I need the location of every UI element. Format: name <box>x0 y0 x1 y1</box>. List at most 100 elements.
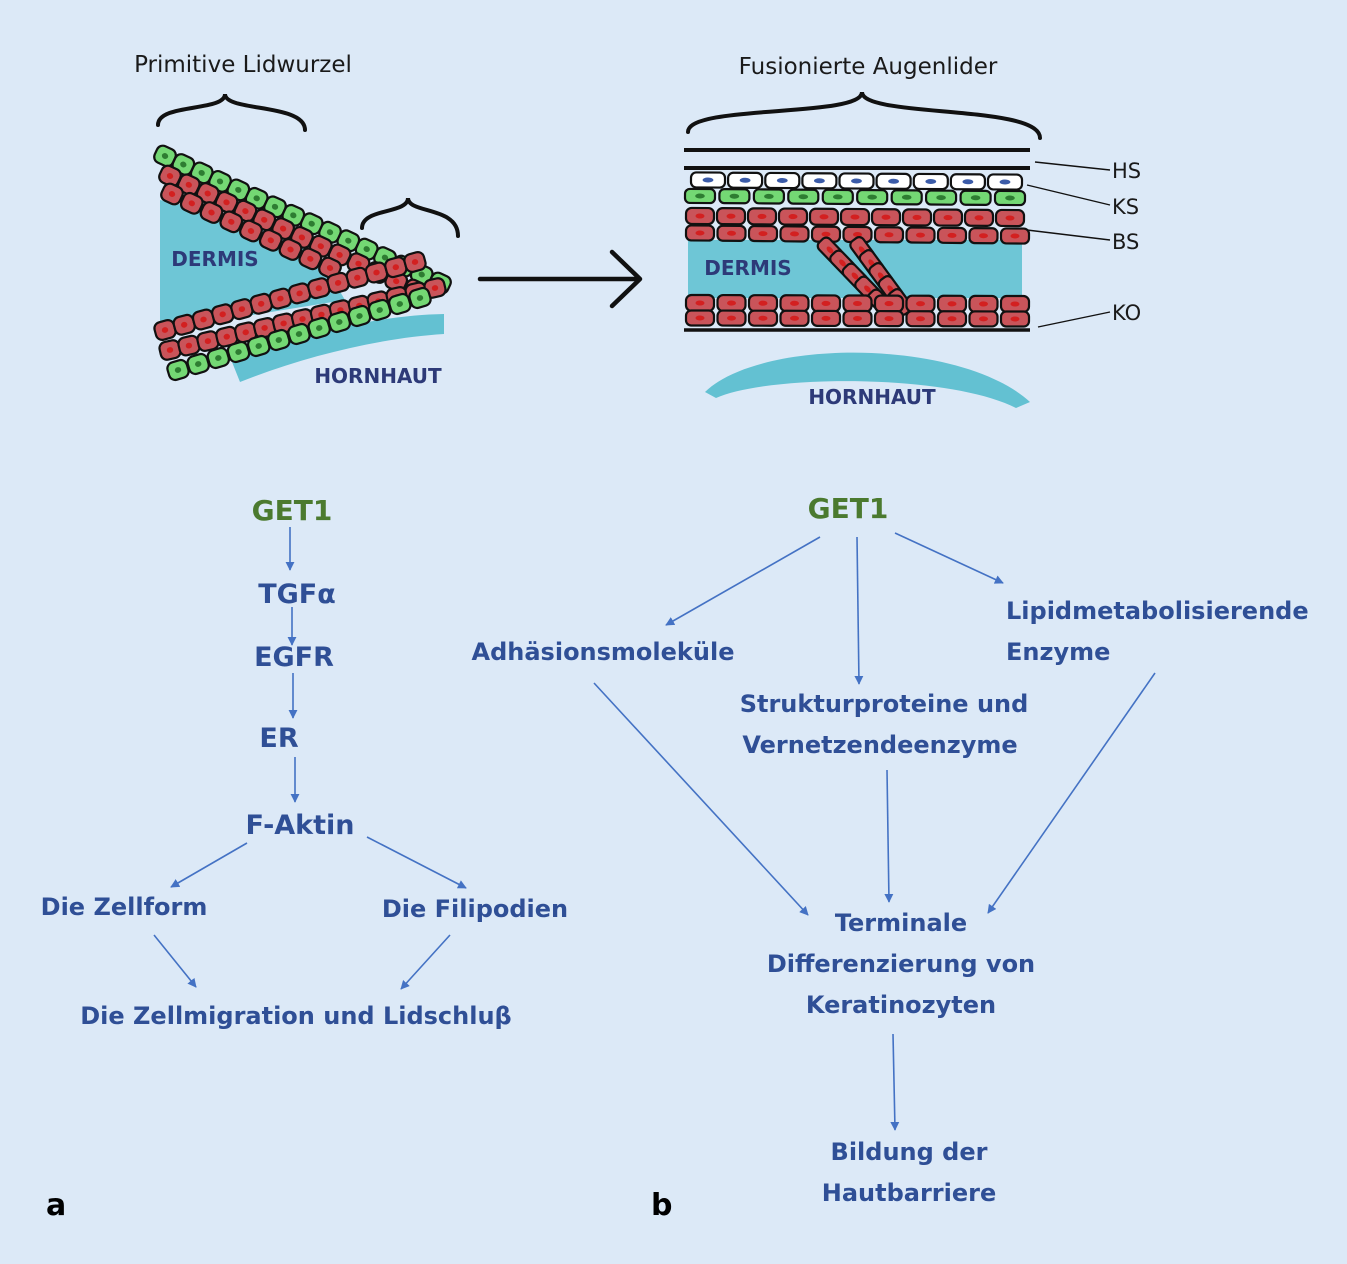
b-node-get1: GET1 <box>808 492 889 525</box>
basal-cell <box>747 309 779 327</box>
left-cornea-shape <box>232 314 444 382</box>
basal-cell <box>968 227 999 245</box>
horny-cell <box>801 172 838 190</box>
b-node-bildung-line1: Bildung der <box>831 1138 988 1166</box>
periderm-cell <box>246 334 271 358</box>
left-cornea-label: HORNHAUT <box>314 364 442 388</box>
basal-cell <box>779 309 810 327</box>
panel-b-label: b <box>651 1188 672 1223</box>
basal-cell <box>307 277 331 300</box>
granular-cell <box>683 187 717 205</box>
granular-cell <box>821 188 854 206</box>
b-edge-get1-lipid <box>894 532 1004 584</box>
left-cell-layers <box>153 144 452 382</box>
horny-cell <box>726 171 764 189</box>
b-node-terminal-line3: Keratinozyten <box>806 991 996 1019</box>
spinous-cell <box>870 208 902 227</box>
a-node-filipodien: Die Filipodien <box>382 895 568 923</box>
transition-arrow-icon <box>477 249 643 309</box>
basal-cell <box>684 293 716 313</box>
right-brace-icon <box>686 91 1042 140</box>
basal-cell <box>215 325 239 348</box>
horny-cell <box>986 173 1024 191</box>
basal-cell <box>160 182 184 206</box>
basal-cell <box>873 294 905 313</box>
layer-label-hs: HS <box>1112 159 1141 183</box>
basal-cell <box>999 294 1031 314</box>
basal-cell <box>810 294 842 313</box>
basal-cell <box>684 224 716 242</box>
basal-cell <box>403 251 427 273</box>
layer-label-ks: KS <box>1112 195 1139 219</box>
basal-cell <box>779 294 810 313</box>
basal-cell <box>258 228 283 252</box>
a-edge-zellform-migration <box>153 934 197 988</box>
granular-cell <box>856 188 889 206</box>
b-edge-adhaesion-terminal <box>593 682 809 916</box>
spinous-cell <box>746 207 778 226</box>
right-cornea-label: HORNHAUT <box>808 385 936 409</box>
right-cell-layers <box>683 171 1031 328</box>
horny-cell <box>875 172 912 190</box>
basal-cell <box>191 308 216 331</box>
basal-cell <box>936 226 968 245</box>
granular-cell <box>924 189 958 206</box>
horny-cell <box>764 171 801 190</box>
basal-cell <box>999 310 1031 328</box>
periderm-cell <box>287 322 311 346</box>
basal-cell <box>199 201 224 224</box>
left-dermis-label: DERMIS <box>171 247 258 271</box>
panel-a-flowchart: GET1 TGFα EGFR ER F-Aktin Die Zellform D… <box>41 494 568 1223</box>
spinous-cell <box>901 208 933 227</box>
basal-cell <box>905 294 936 313</box>
b-node-bildung-line2: Hautbarriere <box>822 1179 997 1207</box>
granular-cell <box>993 189 1027 207</box>
basal-cell <box>905 226 936 244</box>
basal-cell <box>842 309 873 328</box>
basal-cell <box>779 225 810 243</box>
basal-cell <box>936 294 968 313</box>
basal-cell <box>716 309 747 327</box>
b-edge-struktur-terminal <box>884 769 894 903</box>
basal-cell <box>873 226 905 244</box>
spinous-cell <box>839 207 871 227</box>
a-node-er: ER <box>259 723 298 754</box>
layer-leader-lines <box>1026 161 1111 328</box>
a-node-egfr: EGFR <box>254 642 334 673</box>
spinous-cell <box>777 207 809 226</box>
a-edge-faktin-filipodien <box>366 836 467 889</box>
a-edge-faktin-zellform <box>170 842 248 888</box>
granular-cell <box>787 188 820 205</box>
periderm-cell <box>408 286 432 310</box>
horny-cell <box>838 172 875 190</box>
basal-cell <box>810 309 842 328</box>
right-dermis-label: DERMIS <box>704 256 791 280</box>
panel-b-flowchart: GET1 Adhäsionsmoleküle Strukturproteine … <box>472 492 1309 1223</box>
basal-cell <box>842 294 873 313</box>
layer-label-bs: BS <box>1112 230 1139 254</box>
b-edge-terminal-bildung <box>890 1033 900 1131</box>
periderm-cell <box>153 144 177 168</box>
b-node-lipid-line1: Lipidmetabolisierende <box>1006 597 1309 625</box>
horny-cell <box>912 172 949 191</box>
basal-cell <box>968 310 999 328</box>
basal-cell <box>287 282 312 305</box>
granular-cell <box>959 189 992 206</box>
basal-cell <box>999 227 1031 245</box>
basal-cell <box>810 225 842 243</box>
basal-cell <box>298 247 323 271</box>
right-title: Fusionierte Augenlider <box>739 54 998 80</box>
b-edge-get1-struktur <box>854 536 864 685</box>
a-node-get1: GET1 <box>252 494 333 527</box>
b-node-lipid-line2: Enzyme <box>1006 638 1110 666</box>
basal-cell <box>716 293 747 313</box>
basal-cell <box>684 309 716 327</box>
basal-cell <box>211 303 235 326</box>
horny-cell <box>689 171 727 189</box>
horny-cell <box>949 173 987 191</box>
basal-cell <box>179 191 204 215</box>
b-node-struktur-line2: Vernetzendeenzyme <box>742 731 1017 759</box>
a-node-faktin: F-Aktin <box>245 810 354 841</box>
